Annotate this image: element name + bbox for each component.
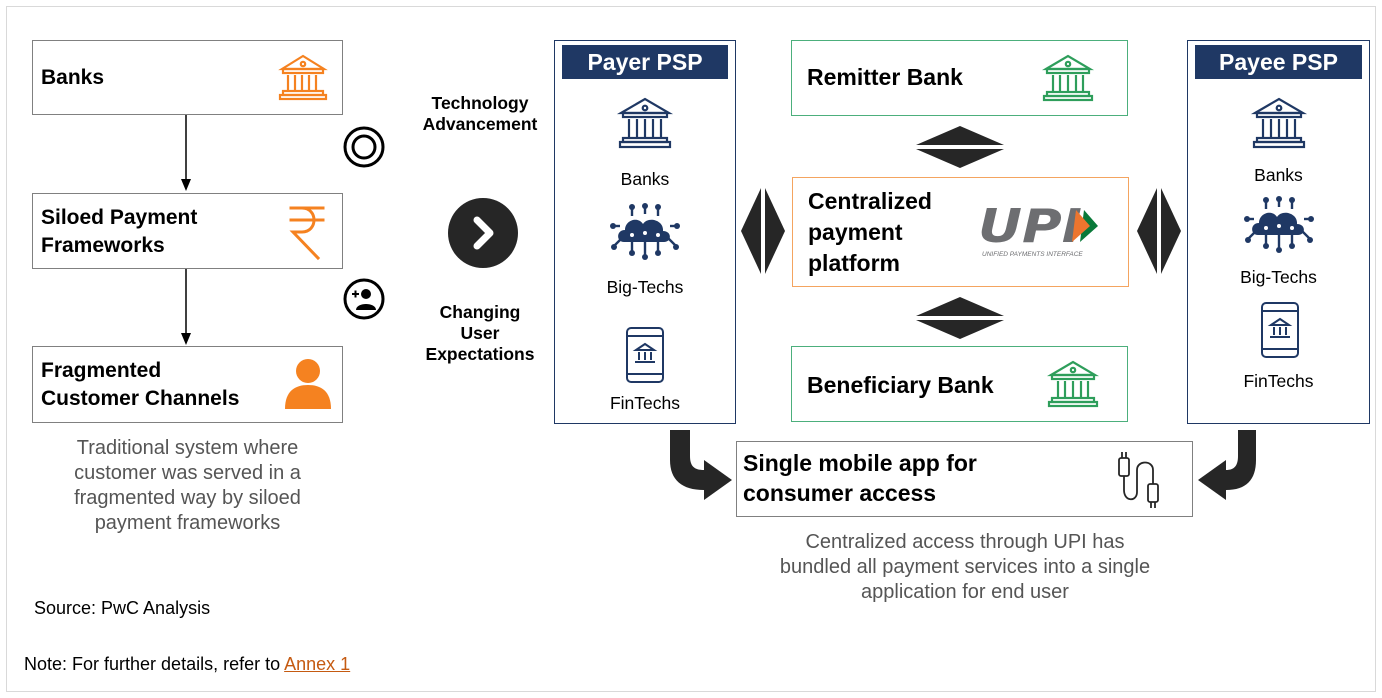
annex-note-prefix: Note: For further details, refer to — [24, 654, 285, 674]
siloed-label-line1: Siloed Payment — [41, 206, 198, 229]
platform-label-line: platform — [808, 250, 900, 276]
target-icon — [343, 126, 385, 168]
mobile-bank-icon — [1261, 302, 1299, 358]
left-caption-line: customer was served in a — [74, 462, 301, 484]
annex-link[interactable]: Annex 1 — [284, 654, 351, 674]
platform-label-line: payment — [808, 219, 903, 245]
upi-logo: UPI UNIFIED PAYMENTS INTERFACE — [978, 199, 1098, 258]
rupee-icon — [289, 206, 325, 261]
payee-psp-item: FinTechs — [1243, 371, 1314, 391]
arrow-banks-to-siloed — [181, 115, 191, 191]
fragmented-label-line2: Customer Channels — [41, 387, 240, 410]
user-expectations-label: Changing User Expectations — [405, 302, 555, 365]
left-caption-line: Traditional system where — [76, 437, 299, 459]
single-app-box: Single mobile app for consumer access — [736, 441, 1193, 517]
payer-psp-item: Big-Techs — [606, 277, 684, 297]
left-caption-line: payment frameworks — [94, 512, 281, 534]
payer-psp-box: Payer PSP Banks — [554, 40, 736, 424]
user-expectations-line: User — [460, 323, 500, 343]
payer-psp-item: FinTechs — [609, 393, 681, 413]
bank-icon — [1046, 360, 1100, 408]
fragmented-box: Fragmented Customer Channels — [32, 346, 343, 423]
payee-psp-item: Big-Techs — [1240, 267, 1317, 287]
technology-label: Technology Advancement — [405, 93, 555, 135]
fragmented-label-line1: Fragmented — [41, 359, 162, 382]
mobile-bank-icon — [626, 327, 664, 383]
single-app-label-line: Single mobile app for — [743, 450, 977, 476]
platform-label-line: Centralized — [808, 188, 932, 214]
left-caption-line: fragmented way by siloed — [74, 487, 301, 509]
technology-label-line: Advancement — [422, 114, 538, 134]
source-note: Source: PwC Analysis — [34, 598, 211, 618]
upi-logo-subtitle: UNIFIED PAYMENTS INTERFACE — [982, 251, 1083, 258]
remitter-bank-box: Remitter Bank — [791, 40, 1128, 116]
payee-psp-item: Banks — [1254, 165, 1303, 185]
cloud-network-icon — [610, 203, 680, 260]
center-caption-line: application for end user — [861, 581, 1069, 603]
banks-box: Banks — [32, 40, 343, 115]
center-caption: Centralized access through UPI has bundl… — [735, 530, 1195, 605]
chevron-right-icon — [448, 198, 518, 268]
cloud-network-icon — [1244, 196, 1314, 253]
beneficiary-bank-label: Beneficiary Bank — [807, 372, 994, 398]
bank-icon — [278, 54, 328, 101]
upi-platform-box: Centralized payment platform UPI UNIFIED… — [792, 177, 1129, 287]
curved-arrow-right — [1198, 430, 1256, 500]
single-app-label-line: consumer access — [743, 480, 937, 506]
arrow-siloed-to-fragmented — [181, 269, 191, 345]
siloed-box: Siloed Payment Frameworks — [32, 193, 343, 269]
user-add-icon — [343, 278, 385, 320]
double-arrow-vertical-top — [916, 126, 1004, 168]
double-arrow-vertical-bottom — [916, 297, 1004, 339]
payer-psp-title: Payer PSP — [562, 45, 728, 79]
annex-note: Note: For further details, refer to Anne… — [24, 654, 350, 675]
remitter-bank-label: Remitter Bank — [807, 64, 963, 90]
double-arrow-horizontal-right — [1137, 188, 1181, 274]
bank-icon — [616, 97, 674, 149]
usb-cable-icon — [1118, 452, 1159, 508]
payee-psp-title: Payee PSP — [1195, 45, 1362, 79]
center-caption-line: bundled all payment services into a sing… — [779, 556, 1151, 578]
beneficiary-bank-box: Beneficiary Bank — [791, 346, 1128, 422]
outer-frame — [6, 6, 1376, 692]
upi-logo-text: UPI — [978, 199, 1082, 253]
payee-psp-box: Payee PSP Banks — [1187, 40, 1370, 424]
platform-label: Centralized payment platform — [808, 186, 932, 279]
single-app-label: Single mobile app for consumer access — [743, 448, 977, 508]
bank-icon — [1250, 97, 1308, 149]
bank-icon — [1041, 54, 1095, 102]
siloed-label-line2: Frameworks — [41, 234, 165, 257]
technology-label-line: Technology — [431, 93, 529, 113]
left-caption: Traditional system where customer was se… — [20, 436, 355, 536]
user-icon — [285, 359, 331, 409]
double-arrow-horizontal-left — [741, 188, 785, 274]
curved-arrow-left — [670, 430, 732, 500]
center-caption-line: Centralized access through UPI has — [805, 531, 1125, 553]
user-expectations-line: Expectations — [425, 344, 535, 364]
user-expectations-line: Changing — [439, 302, 521, 322]
banks-box-label: Banks — [41, 66, 105, 89]
payer-psp-item: Banks — [620, 169, 670, 189]
